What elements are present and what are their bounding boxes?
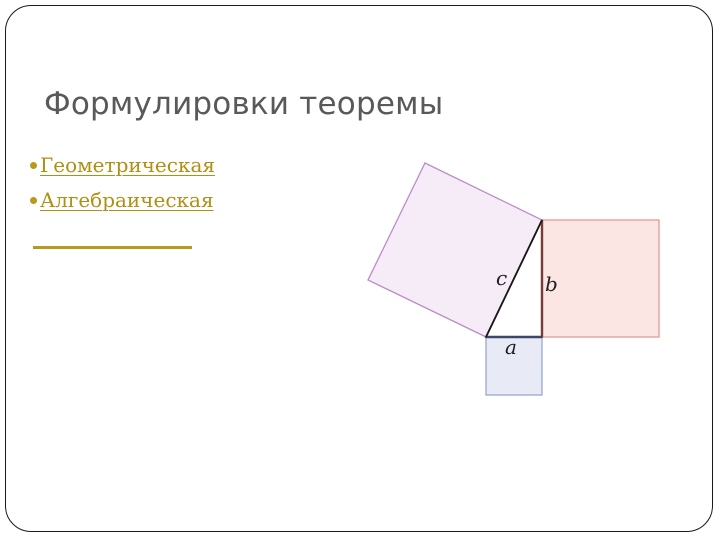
decorative-rule [33, 246, 192, 249]
bullet-list: Геометрическая Алгебраическая [30, 152, 215, 222]
link-geometric[interactable]: Геометрическая [40, 153, 216, 177]
bullet-item-algebraic: Алгебраическая [30, 187, 215, 222]
link-algebraic[interactable]: Алгебраическая [40, 188, 214, 212]
bullet-dot-icon [30, 197, 37, 204]
label-a: a [505, 335, 517, 359]
square-a [485, 336, 543, 396]
side-c [485, 219, 543, 338]
square-b [541, 219, 660, 338]
bullet-dot-icon [30, 162, 37, 169]
slide-title: Формулировки теоремы [44, 86, 444, 122]
bullet-item-geometric: Геометрическая [30, 152, 215, 187]
label-b: b [545, 272, 558, 296]
label-c: c [496, 266, 507, 290]
